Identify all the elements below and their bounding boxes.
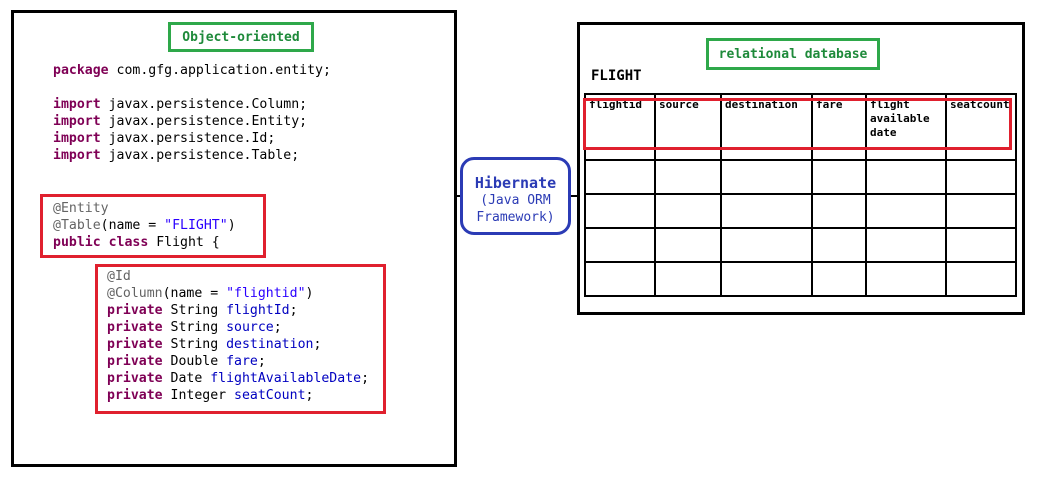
- field-name: seatCount: [234, 388, 306, 403]
- class-name: Flight {: [148, 235, 220, 250]
- field-name: source: [226, 320, 274, 335]
- field-end: ;: [289, 303, 298, 318]
- field-type: Date: [162, 371, 211, 386]
- import-keyword: import: [53, 114, 101, 129]
- package-and-imports: package com.gfg.application.entity; impo…: [53, 62, 331, 164]
- fields-highlight: [95, 264, 386, 414]
- import-keyword: import: [53, 148, 101, 163]
- table-row: [584, 261, 1017, 297]
- field-name: flightAvailableDate: [210, 371, 362, 386]
- table-cell: [654, 193, 722, 229]
- object-oriented-label: Object-oriented: [182, 29, 300, 45]
- field-modifier: private: [107, 371, 163, 386]
- column-annotation: @Column: [107, 286, 163, 301]
- field-name: flightId: [226, 303, 290, 318]
- connector-line-left: [455, 195, 461, 197]
- class-declaration: @Entity @Table(name = "FLIGHT") public c…: [53, 200, 236, 251]
- hibernate-title: Hibernate: [474, 174, 557, 192]
- column-name-string: "flightid": [226, 286, 306, 301]
- entity-annotation: @Entity: [53, 201, 109, 216]
- field-type: String: [162, 320, 227, 335]
- table-cell: [584, 261, 656, 297]
- table-cell: [720, 159, 813, 195]
- import-name: javax.persistence.Column;: [100, 97, 308, 112]
- table-cell: [945, 227, 1017, 263]
- table-cell: [654, 261, 722, 297]
- import-name: javax.persistence.Table;: [100, 148, 300, 163]
- table-args-open: (name =: [100, 218, 165, 233]
- field-type: Double: [162, 354, 227, 369]
- field-name: destination: [226, 337, 314, 352]
- import-keyword: import: [53, 97, 101, 112]
- import-name: javax.persistence.Entity;: [100, 114, 308, 129]
- package-name: com.gfg.application.entity;: [108, 63, 331, 78]
- column-args-close: ): [305, 286, 314, 301]
- relational-database-tag: relational database: [706, 38, 880, 70]
- field-end: ;: [273, 320, 282, 335]
- field-type: Integer: [162, 388, 235, 403]
- db-table-name: FLIGHT: [591, 68, 642, 84]
- table-cell: [811, 227, 867, 263]
- table-name-string: "FLIGHT": [164, 218, 228, 233]
- table-cell: [584, 193, 656, 229]
- table-cell: [811, 193, 867, 229]
- field-modifier: private: [107, 303, 163, 318]
- table-cell: [945, 193, 1017, 229]
- field-type: String: [162, 337, 227, 352]
- hibernate-subtitle-line1: (Java ORM: [480, 193, 551, 208]
- table-cell: [654, 159, 722, 195]
- table-cell: [865, 193, 947, 229]
- field-type: String: [162, 303, 227, 318]
- table-header-highlight: [583, 98, 1012, 150]
- field-end: ;: [361, 371, 370, 386]
- class-keyword: public class: [53, 235, 149, 250]
- field-end: ;: [305, 388, 314, 403]
- hibernate-orm-box: Hibernate (Java ORM Framework): [460, 157, 571, 235]
- table-cell: [654, 227, 722, 263]
- import-keyword: import: [53, 131, 101, 146]
- hibernate-subtitle-line2: Framework): [476, 210, 555, 225]
- field-modifier: private: [107, 337, 163, 352]
- object-oriented-tag: Object-oriented: [168, 22, 314, 52]
- table-annotation: @Table: [53, 218, 101, 233]
- field-declarations: @Id @Column(name = "flightid") private S…: [107, 268, 369, 404]
- column-args-open: (name =: [162, 286, 227, 301]
- table-cell: [945, 261, 1017, 297]
- table-cell: [865, 159, 947, 195]
- field-end: ;: [257, 354, 266, 369]
- relational-database-label: relational database: [718, 46, 868, 62]
- flight-table: flightid source destination fare flight …: [584, 93, 1017, 297]
- class-annotation-highlight: [40, 194, 266, 258]
- table-cell: [811, 159, 867, 195]
- table-cell: [811, 261, 867, 297]
- id-annotation: @Id: [107, 269, 131, 284]
- package-keyword: package: [53, 63, 109, 78]
- field-name: fare: [226, 354, 258, 369]
- import-name: javax.persistence.Id;: [100, 131, 276, 146]
- table-cell: [584, 227, 656, 263]
- field-modifier: private: [107, 388, 163, 403]
- table-cell: [945, 159, 1017, 195]
- table-row: [584, 159, 1017, 195]
- table-cell: [865, 261, 947, 297]
- field-modifier: private: [107, 354, 163, 369]
- java-entity-panel: [11, 10, 457, 467]
- table-cell: [584, 159, 656, 195]
- table-args-close: ): [227, 218, 236, 233]
- field-end: ;: [313, 337, 322, 352]
- table-body: [584, 159, 1017, 297]
- table-row: [584, 193, 1017, 229]
- table-cell: [720, 261, 813, 297]
- table-cell: [720, 227, 813, 263]
- table-row: [584, 227, 1017, 263]
- table-cell: [720, 193, 813, 229]
- table-cell: [865, 227, 947, 263]
- connector-line-right: [570, 195, 579, 197]
- field-modifier: private: [107, 320, 163, 335]
